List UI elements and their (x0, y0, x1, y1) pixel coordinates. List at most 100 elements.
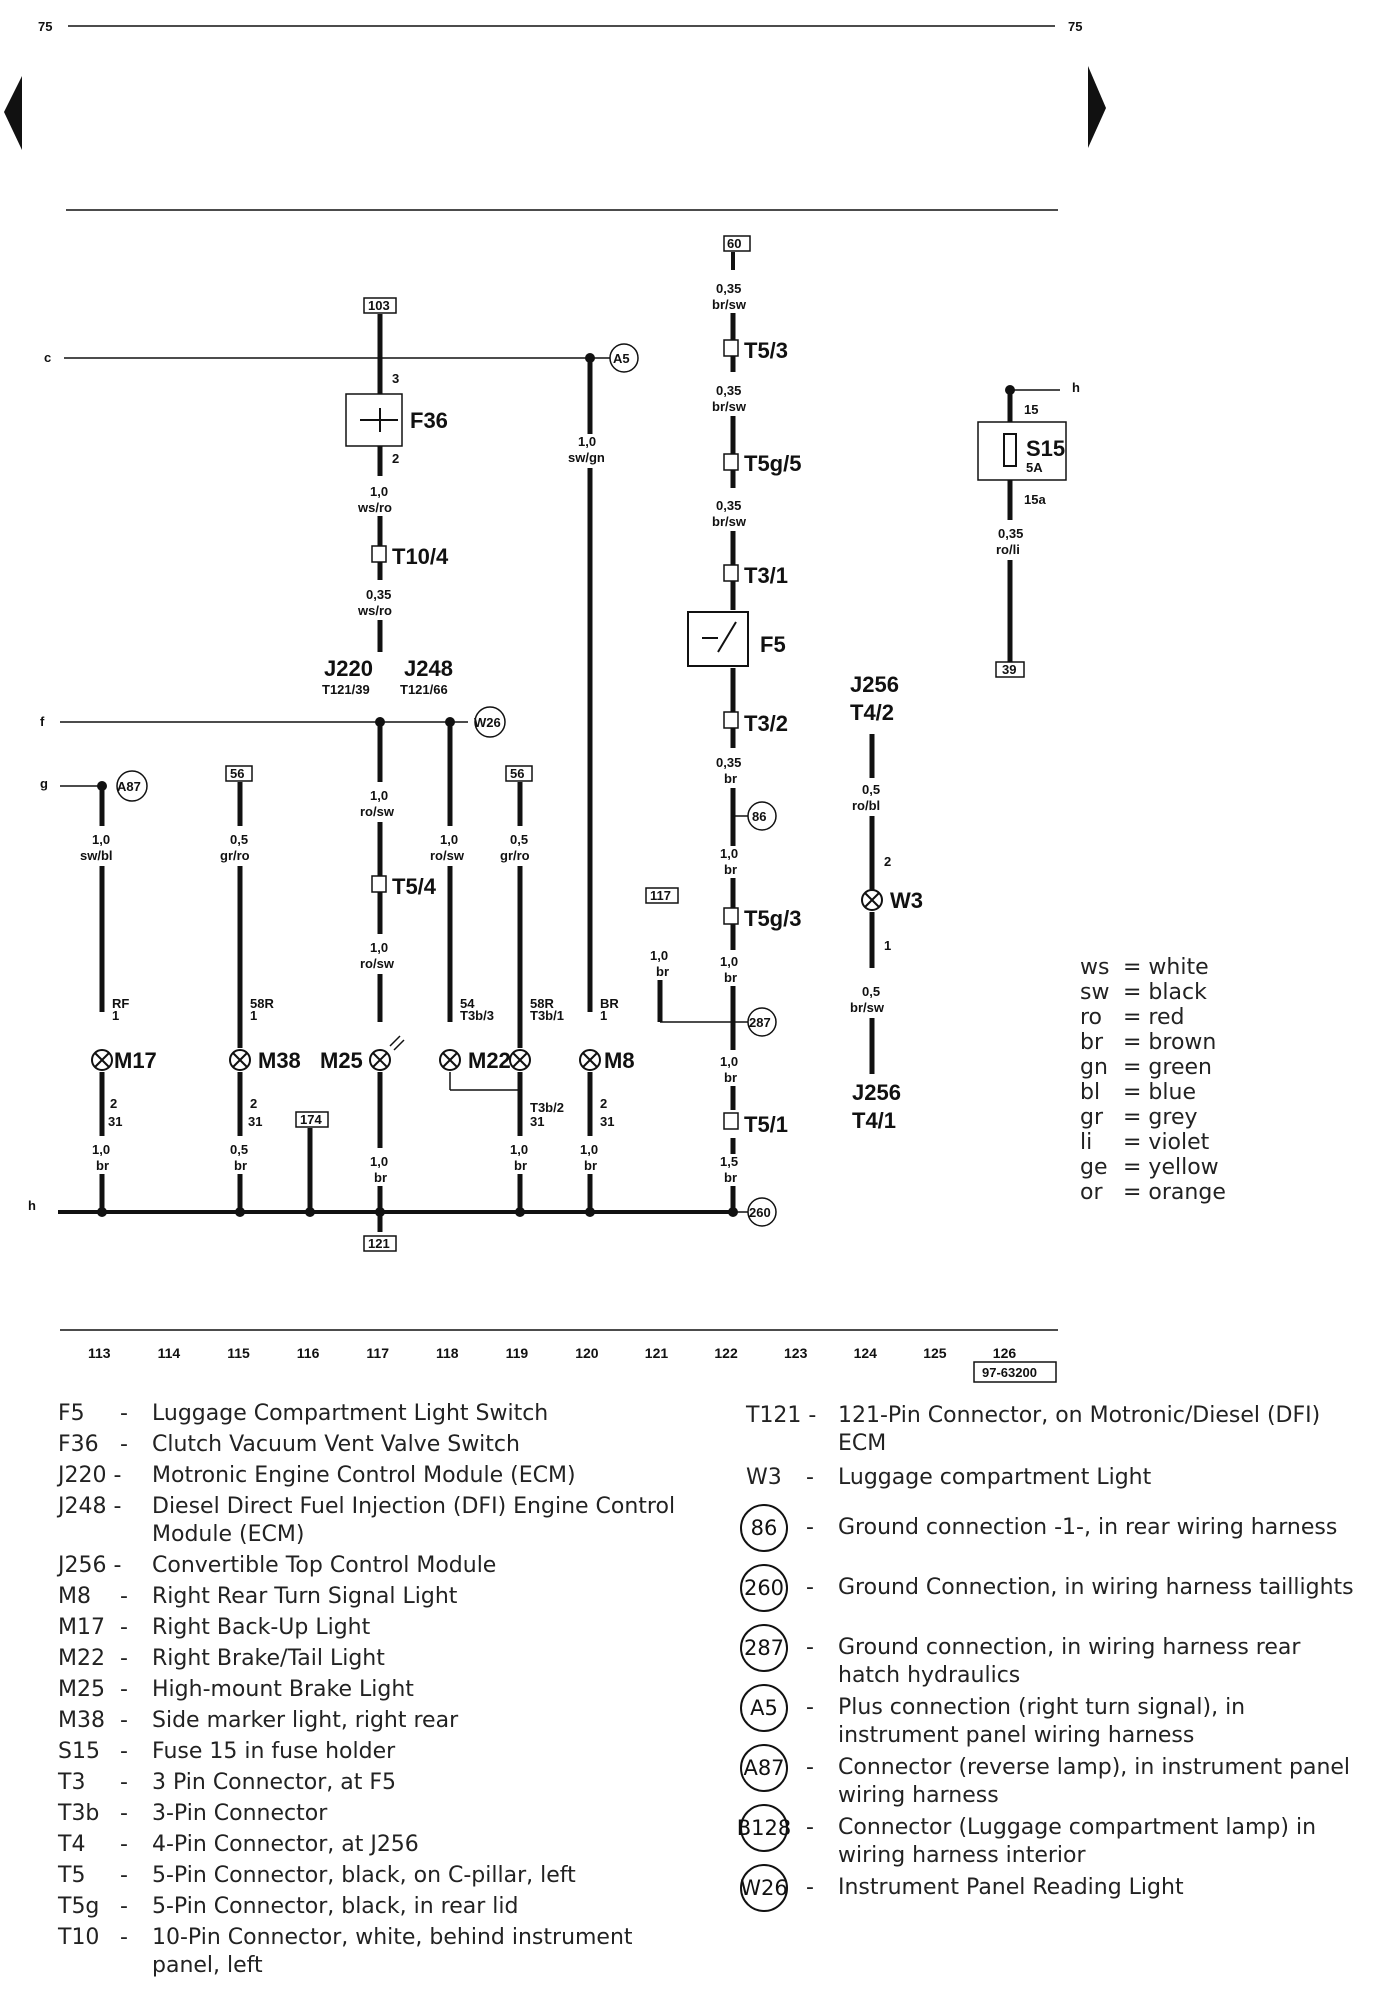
connector-T3-2: T3/2 (744, 711, 788, 736)
pin-number: 15a (1024, 492, 1046, 507)
column-number: 119 (506, 1345, 529, 1361)
legend-code: T5g (58, 1894, 100, 1919)
legend-description: Connector (reverse lamp), in instrument … (838, 1755, 1351, 1808)
color-legend-item: gn = green (1080, 1054, 1212, 1082)
legend-dash: - (120, 1708, 128, 1733)
circuit-M22: 56 0,5 gr/ro 54 T3b/3 58R T3b/1 M22 T3b/… (439, 765, 564, 1217)
legend-dash: - (120, 1677, 128, 1702)
wire-color: br (234, 1158, 247, 1173)
pin-number: 31 (248, 1114, 262, 1129)
connector-T3-1: T3/1 (744, 563, 788, 588)
connector-T5-4: T5/4 (392, 874, 437, 899)
ground-symbol-icon: W26 (740, 1864, 788, 1912)
wire-color: gr/ro (500, 848, 530, 863)
legend-code: T10 (58, 1925, 100, 1950)
equals-sign: = (1116, 955, 1149, 980)
legend-description: Ground connection, in wiring harness rea… (838, 1635, 1301, 1688)
equals-sign: = (1116, 1080, 1149, 1105)
wire-size: 1,0 (580, 1142, 598, 1157)
next-page-arrow-icon[interactable] (1088, 66, 1106, 148)
column-number: 124 (854, 1345, 878, 1361)
wire-color: br (96, 1158, 109, 1173)
legend-code: J220 - (58, 1463, 122, 1488)
connector-T5-1: T5/1 (744, 1112, 788, 1137)
wire-size: 1,0 (92, 832, 110, 847)
legend-code: W3 (746, 1465, 782, 1490)
wire-size: 1,0 (510, 1142, 528, 1157)
color-code: or (1080, 1180, 1103, 1205)
equals-sign: = (1116, 1180, 1149, 1205)
column-number: 115 (227, 1345, 250, 1361)
wire-size: 0,5 (230, 1142, 248, 1157)
connector-T5g-3: T5g/3 (744, 906, 801, 931)
legend-description: Motronic Engine Control Module (ECM) (152, 1463, 576, 1488)
pin-number: 2 (600, 1096, 607, 1111)
label-M22: M22 (468, 1048, 511, 1073)
wire-color: br (584, 1158, 597, 1173)
connector-T3b-1: T3b/1 (530, 1008, 564, 1023)
legend-dash: - (120, 1401, 128, 1426)
pin-number: 2 (392, 451, 399, 466)
legend-description: Side marker light, right rear (152, 1708, 459, 1733)
color-name: red (1148, 1005, 1185, 1030)
legend-description: Ground connection -1-, in rear wiring ha… (838, 1515, 1338, 1540)
legend-description: Ground Connection, in wiring harness tai… (838, 1575, 1354, 1600)
wire-color: ro/bl (852, 798, 880, 813)
circuit-M25: M25 1,0 br 121 (320, 1035, 405, 1252)
circuit-F36: 103 3 F36 2 1,0 ws/ro T10/4 0,35 ws/ro J… (322, 297, 453, 697)
legend-description: Diesel Direct Fuel Injection (DFI) Engin… (152, 1494, 676, 1547)
legend-description: 10-Pin Connector, white, behind instrume… (152, 1925, 633, 1978)
wire-size: 0,35 (716, 281, 741, 296)
legend-code: M8 (58, 1584, 91, 1609)
label-M17: M17 (114, 1048, 157, 1073)
legend-code: T4 (58, 1832, 86, 1857)
column-number: 114 (158, 1345, 181, 1361)
label-F36: F36 (410, 408, 448, 433)
pin-number: 31 (530, 1114, 544, 1129)
legend-dash: - (806, 1815, 814, 1840)
legend-description: Luggage Compartment Light Switch (152, 1401, 549, 1426)
box-121: 121 (368, 1236, 390, 1251)
wire-ref-h-right: h (1072, 380, 1080, 395)
wire-size: 1,0 (720, 846, 738, 861)
equals-sign: = (1116, 1005, 1149, 1030)
wire-size: 1,5 (720, 1154, 738, 1169)
previous-page-arrow-icon[interactable] (4, 76, 22, 150)
connector-T5g-5: T5g/5 (744, 451, 801, 476)
circuit-174: 174 (295, 1111, 329, 1217)
pin-number: 2 (884, 854, 891, 869)
circuit-F5: 60 0,35 br/sw 0,35 br/sw 0,35 br/sw F5 0… (687, 235, 801, 1227)
wire-size: 0,35 (998, 526, 1023, 541)
wire-color: br (514, 1158, 527, 1173)
wire-color: br/sw (712, 297, 747, 312)
wire-color: ro/li (996, 542, 1020, 557)
wire-color: br (724, 862, 737, 877)
connector-T3b-3: T3b/3 (460, 1008, 494, 1023)
box-60: 60 (727, 236, 741, 251)
pin-number: 1 (250, 1008, 257, 1023)
circuit-M38: 56 0,5 gr/ro 58R 1 M38 2 31 0,5 br (220, 765, 301, 1217)
wire-color: br/sw (712, 514, 747, 529)
wire-size: 1,0 (720, 1054, 738, 1069)
color-code: bl (1080, 1080, 1101, 1105)
color-legend-item: sw = black (1080, 979, 1207, 1007)
box-117: 117 (650, 888, 671, 903)
color-name: yellow (1148, 1155, 1219, 1180)
ground-260: 260 (749, 1205, 771, 1220)
legend-dash: - (120, 1432, 128, 1457)
legend-description: Plus connection (right turn signal), in … (838, 1695, 1246, 1748)
legend-description: Fuse 15 in fuse holder (152, 1739, 396, 1764)
color-legend-item: gr = grey (1080, 1104, 1198, 1132)
legend-code: F5 (58, 1401, 85, 1426)
label-S15-rating: 5A (1026, 460, 1043, 475)
connector-T10-4: T10/4 (392, 544, 449, 569)
wire-size: 1,0 (370, 484, 388, 499)
legend-code: M17 (58, 1615, 105, 1640)
color-legend-item: br = brown (1080, 1029, 1216, 1057)
box-39: 39 (1002, 662, 1016, 677)
label-J256-pin-bottom: T4/1 (852, 1108, 896, 1133)
wire-ref-f: f (40, 714, 45, 729)
legend-description: 3 Pin Connector, at F5 (152, 1770, 397, 1795)
legend-description: Right Rear Turn Signal Light (152, 1584, 458, 1609)
